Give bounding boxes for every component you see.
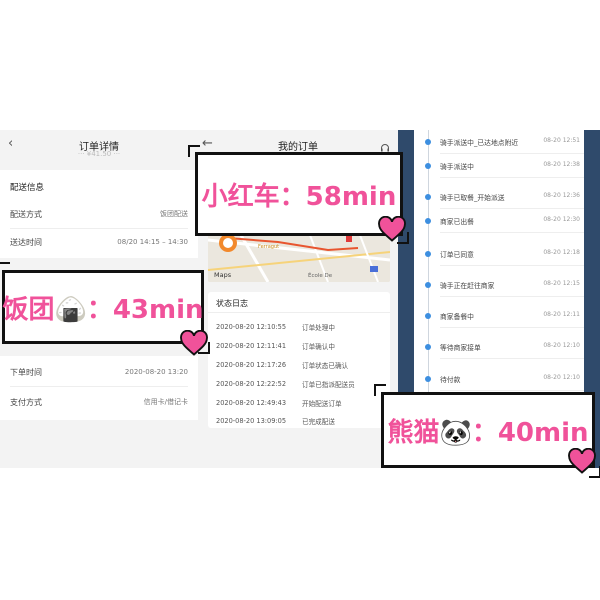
map-attribution: Maps <box>214 271 232 279</box>
log-status: 开始配送订单 <box>302 400 342 408</box>
log-status: 订单确认中 <box>302 343 335 351</box>
timeline-dot-icon <box>425 313 431 319</box>
section-title: 配送信息 <box>10 183 45 193</box>
timeline-item: 骑手正在赶往商家 08-20 12:15 <box>414 273 584 297</box>
heart-icon <box>180 330 208 356</box>
label-text: 小红车：58min <box>201 181 397 212</box>
label-text: 熊猫🐼：40min <box>387 417 589 448</box>
timeline-item: 待付款 08-20 12:10 <box>414 367 584 391</box>
log-time: 2020-08-20 12:10:55 <box>216 323 287 331</box>
order-info-card: 下单时间 2020-08-20 13:20 支付方式 信用卡/借记卡 <box>0 356 198 420</box>
timeline-time: 08-20 12:18 <box>543 249 580 256</box>
map-graphic <box>208 230 390 282</box>
row-label: 支付方式 <box>10 397 42 407</box>
timeline-item: 骑手已取餐_开始派送 08-20 12:36 <box>414 185 584 209</box>
timeline-text: 骑手正在赶往商家 <box>440 282 495 290</box>
timeline-item: 商家备餐中 08-20 12:11 <box>414 304 584 328</box>
log-time: 2020-08-20 12:11:41 <box>216 342 287 350</box>
log-row: 2020-08-20 13:09:05 已完成配送 <box>216 412 386 430</box>
timeline-text: 商家备餐中 <box>440 313 474 321</box>
timeline-dot-icon <box>425 376 431 382</box>
delivery-method-row: 配送方式 饭团配送 <box>10 200 188 229</box>
timeline-text: 骑手已取餐_开始派送 <box>440 194 505 202</box>
row-label: 配送方式 <box>10 209 42 219</box>
frame-corner <box>198 342 210 354</box>
chevron-left-icon[interactable]: ‹ <box>8 136 14 151</box>
frame-corner <box>397 232 409 244</box>
row-value: 2020-08-20 13:20 <box>124 368 188 376</box>
delivery-time-row: 送达时间 08/20 14:15 – 14:30 <box>10 228 188 256</box>
row-label: 送达时间 <box>10 237 42 247</box>
row-label: 下单时间 <box>10 367 42 377</box>
timeline-time: 08-20 12:15 <box>543 280 580 287</box>
timeline-time: 08-20 12:36 <box>543 192 580 199</box>
clipped-price-strip: ··· ¥41.50 ··· <box>77 150 121 158</box>
delivery-map[interactable]: Maps École De Ferragut <box>208 230 390 282</box>
timeline-time: 08-20 12:38 <box>543 161 580 168</box>
row-value: 08/20 14:15 – 14:30 <box>117 238 188 246</box>
timeline-text: 骑手派送中_已达地点附近 <box>440 139 519 147</box>
log-status: 订单已指派配送员 <box>302 381 355 389</box>
log-status: 订单处理中 <box>302 324 335 332</box>
frame-corner <box>374 384 386 396</box>
timeline-text: 商家已出餐 <box>440 218 474 226</box>
log-time: 2020-08-20 12:22:52 <box>216 380 287 388</box>
label-text: 饭团🍙：43min <box>2 294 204 325</box>
xiongmao-time-label: 熊猫🐼：40min <box>381 392 595 468</box>
timeline-dot-icon <box>425 251 431 257</box>
timeline-text: 待付款 <box>440 376 461 384</box>
timeline-dot-icon <box>425 344 431 350</box>
row-value: 信用卡/借记卡 <box>143 398 188 406</box>
frame-corner <box>0 262 10 274</box>
frame-corner <box>188 145 200 157</box>
chevron-left-icon[interactable]: ← <box>202 136 213 151</box>
timeline-dot-icon <box>425 282 431 288</box>
log-row: 2020-08-20 12:11:41 订单确认中 <box>216 337 386 355</box>
status-log-card: 状态日志 2020-08-20 12:10:55 订单处理中 2020-08-20… <box>208 292 390 428</box>
timeline-line <box>428 130 429 468</box>
log-row: 2020-08-20 12:10:55 订单处理中 <box>216 318 386 336</box>
timeline-dot-icon <box>425 218 431 224</box>
timeline-dot-icon <box>425 194 431 200</box>
delivery-info-card: 配送信息 配送方式 饭团配送 送达时间 08/20 14:15 – 14:30 <box>0 170 198 258</box>
payment-method-row: 支付方式 信用卡/借记卡 <box>10 388 188 416</box>
log-time: 2020-08-20 12:49:43 <box>216 399 287 407</box>
log-row: 2020-08-20 12:17:26 订单状态已确认 <box>216 356 386 374</box>
map-street-label: Ferragut <box>258 244 280 250</box>
log-time: 2020-08-20 13:09:05 <box>216 417 287 425</box>
log-title: 状态日志 <box>216 299 248 308</box>
timeline-dot-icon <box>425 163 431 169</box>
timeline-item: 骑手派送中 08-20 12:38 <box>414 154 584 178</box>
timeline-time: 08-20 12:30 <box>543 216 580 223</box>
timeline-text: 等待商家接单 <box>440 344 481 352</box>
timeline-time: 08-20 12:10 <box>543 374 580 381</box>
xiaohongche-time-label: 小红车：58min <box>195 152 403 236</box>
headset-icon[interactable] <box>380 138 390 152</box>
timeline-time: 08-20 12:10 <box>543 342 580 349</box>
timeline-time: 08-20 12:11 <box>543 311 580 318</box>
fantuan-time-label: 饭团🍙：43min <box>2 270 204 344</box>
timeline-text: 订单已同意 <box>440 251 474 259</box>
timeline-item: 订单已同意 08-20 12:18 <box>414 242 584 266</box>
page-title: 订单详情 <box>79 142 119 153</box>
order-time-row: 下单时间 2020-08-20 13:20 <box>10 358 188 387</box>
timeline-item: 商家已出餐 08-20 12:30 <box>414 209 584 233</box>
map-place-label: École De <box>308 273 333 279</box>
timeline-time: 08-20 12:51 <box>543 137 580 144</box>
heart-icon <box>568 448 596 474</box>
log-status: 订单状态已确认 <box>302 362 349 370</box>
page-title: 我的订单 <box>278 142 318 153</box>
divider <box>208 312 390 313</box>
log-status: 已完成配送 <box>302 418 335 426</box>
timeline-text: 骑手派送中 <box>440 163 474 171</box>
log-row: 2020-08-20 12:49:43 开始配送订单 <box>216 394 386 412</box>
timeline-item: 骑手派送中_已达地点附近 08-20 12:51 <box>414 130 584 154</box>
log-time: 2020-08-20 12:17:26 <box>216 361 287 369</box>
timeline-dot-icon <box>425 139 431 145</box>
log-row: 2020-08-20 12:22:52 订单已指派配送员 <box>216 375 386 393</box>
timeline-item: 等待商家接单 08-20 12:10 <box>414 335 584 359</box>
heart-icon <box>378 216 406 242</box>
row-value: 饭团配送 <box>160 210 188 218</box>
